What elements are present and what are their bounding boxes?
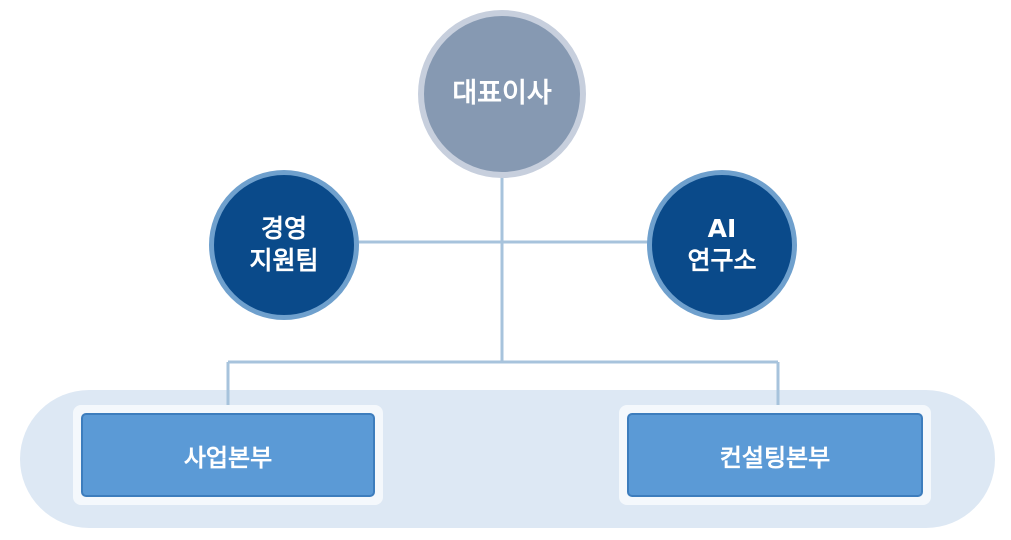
consulting-division-label: 컨설팅본부 [719,443,831,472]
ai-lab-node: AI 연구소 [647,170,797,320]
management-support-node: 경영 지원팀 [209,170,359,320]
business-division-label: 사업본부 [183,443,273,472]
ai-lab-label-line-1: AI [707,213,737,243]
consulting-division-node: 컨설팅본부 [619,405,931,505]
business-division-node: 사업본부 [73,405,383,505]
ceo-node: 대표이사 [418,10,586,178]
ceo-label: 대표이사 [452,78,552,110]
management-label-line-1: 경영 [260,213,307,243]
business-division-box: 사업본부 [81,413,375,497]
ai-lab-label-line-2: 연구소 [687,246,757,275]
management-label-line-2: 지원팀 [249,246,319,275]
consulting-division-box: 컨설팅본부 [627,413,923,497]
